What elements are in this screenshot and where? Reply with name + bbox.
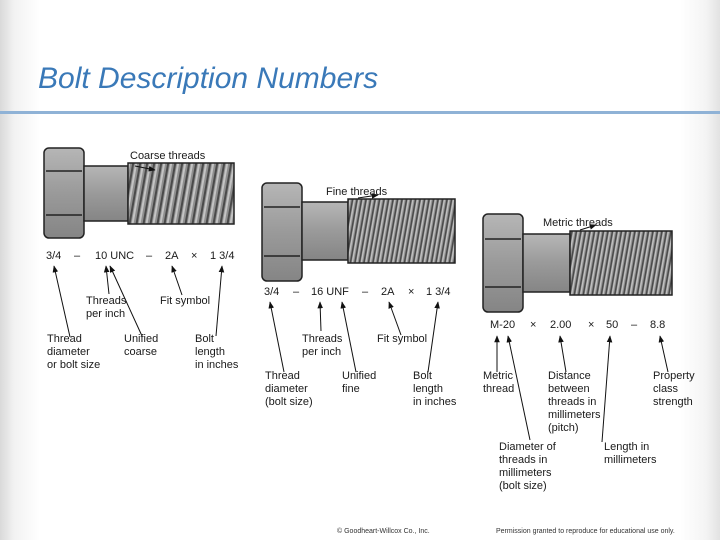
designation-times-2: ×: [408, 286, 415, 298]
metric-thread-label: Metric thread: [483, 370, 515, 395]
designation-length-1: 1 3/4: [210, 250, 235, 262]
metric-diameter-arrow: [506, 335, 531, 441]
coarse-threads-callout: Coarse threads: [130, 150, 206, 162]
metric-diameter-label: Diameter of threads in millimeters (bolt…: [499, 441, 556, 492]
metric-bolt-illustration: [482, 213, 673, 313]
title-divider: [0, 111, 720, 114]
designation-pitch: 2.00: [550, 319, 572, 331]
bolt-length-label-1: Bolt length in inches: [195, 333, 239, 371]
designation-fit-1: 2A: [165, 250, 179, 262]
designation-length-3: 50: [606, 319, 619, 331]
designation-length-2: 1 3/4: [426, 286, 451, 298]
thread-diameter-label-2: Thread diameter (bolt size): [265, 370, 313, 408]
pitch-arrow: [558, 335, 567, 373]
bolt-length-arrow-2: [427, 301, 440, 373]
permission-footer: Permission granted to reproduce for educ…: [496, 528, 675, 535]
designation-sep-1a: –: [74, 250, 81, 262]
threads-per-inch-arrow-1: [103, 265, 110, 295]
threads-per-inch-label-1: Threads per inch: [86, 295, 127, 320]
fit-symbol-label-1: Fit symbol: [160, 295, 211, 307]
thread-diameter-arrow-2: [268, 301, 285, 373]
coarse-bolt-illustration: [43, 147, 235, 239]
metric-threads-leader: [579, 224, 597, 231]
fine-threads-leader: [357, 193, 379, 199]
designation-times-1: ×: [191, 250, 198, 262]
fit-symbol-arrow-2: [388, 301, 402, 336]
leader-lines: [52, 165, 669, 443]
designation-diameter-1: 3/4: [46, 250, 62, 262]
pitch-label: Distance between threads in millimeters …: [548, 370, 601, 434]
designation-diameter-2: 3/4: [264, 286, 280, 298]
designation-property-class: 8.8: [650, 319, 666, 331]
unified-fine-arrow-2: [340, 301, 357, 373]
designation-sep-3: –: [631, 319, 638, 331]
thread-diameter-arrow-1: [52, 265, 71, 338]
designation-times-3a: ×: [530, 319, 537, 331]
fit-symbol-arrow-1: [171, 265, 183, 296]
fit-symbol-label-2: Fit symbol: [377, 333, 428, 345]
designation-times-3b: ×: [588, 319, 595, 331]
designation-tpi-2: 16 UNF: [311, 286, 349, 298]
designation-sep-1b: –: [146, 250, 153, 262]
designation-sep-2b: –: [362, 286, 369, 298]
designation-sep-2a: –: [293, 286, 300, 298]
length-mm-arrow: [601, 335, 613, 443]
property-class-label: Property class strength: [653, 370, 695, 408]
slide-title: Bolt Description Numbers: [38, 62, 379, 95]
unified-coarse-label: Unified coarse: [124, 333, 159, 358]
thread-diameter-label-1: Thread diameter or bolt size: [47, 333, 101, 371]
bolt-length-label-2: Bolt length in inches: [413, 370, 457, 408]
unified-coarse-arrow-1: [109, 265, 143, 337]
bolt-length-arrow-1: [215, 265, 225, 337]
property-class-arrow: [658, 335, 669, 373]
designation-metric-size: M-20: [490, 319, 516, 331]
threads-per-inch-label-2: Threads per inch: [302, 333, 343, 358]
designation-tpi-1: 10 UNC: [95, 250, 135, 262]
metric-threads-callout: Metric threads: [543, 217, 613, 229]
threads-per-inch-arrow-2: [317, 301, 324, 332]
fine-threads-callout: Fine threads: [326, 186, 388, 198]
copyright-footer: © Goodheart-Willcox Co., Inc.: [337, 528, 430, 535]
fine-bolt-illustration: [261, 182, 456, 282]
unified-fine-label: Unified fine: [342, 370, 377, 395]
length-mm-label: Length in millimeters: [604, 441, 657, 466]
designation-fit-2: 2A: [381, 286, 395, 298]
coarse-threads-leader: [134, 165, 156, 172]
